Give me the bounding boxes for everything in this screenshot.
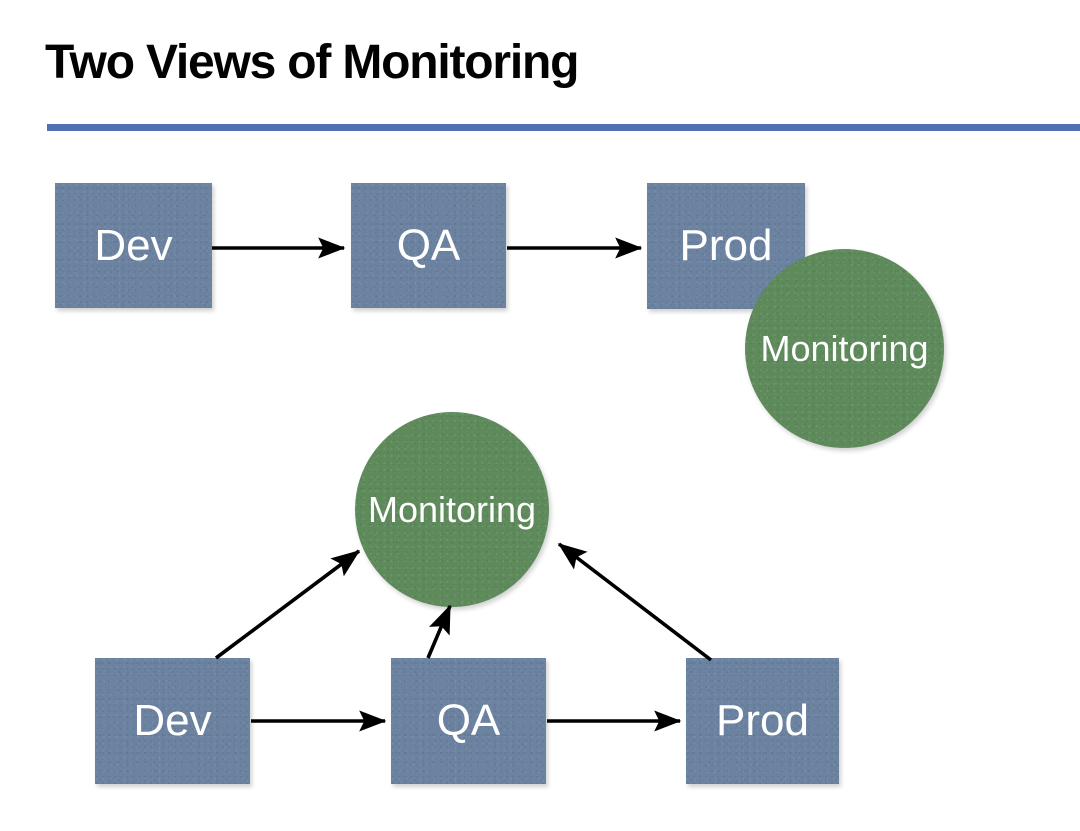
node-label-monitoring-bottom: Monitoring <box>367 488 537 530</box>
node-dev-top[interactable]: Dev <box>55 183 212 308</box>
node-monitoring-bottom[interactable]: Monitoring <box>355 412 549 607</box>
page-title: Two Views of Monitoring <box>45 36 579 89</box>
title-divider-rule <box>47 124 1080 131</box>
node-label-monitoring-top: Monitoring <box>760 327 929 369</box>
node-label-dev-bottom: Dev <box>133 696 212 745</box>
arrow-dev-to-monitoring <box>214 549 361 660</box>
node-prod-top[interactable]: Prod <box>647 183 805 309</box>
node-label-prod-bottom: Prod <box>716 696 809 745</box>
node-label-dev-top: Dev <box>94 220 173 270</box>
node-label-qa-top: QA <box>396 220 461 270</box>
node-prod-bottom[interactable]: Prod <box>686 658 839 784</box>
arrow-prod-to-monitoring <box>557 542 713 662</box>
node-qa-bottom[interactable]: QA <box>391 658 546 784</box>
node-monitoring-top[interactable]: Monitoring <box>745 249 944 448</box>
node-label-prod-top: Prod <box>679 221 773 270</box>
node-dev-bottom[interactable]: Dev <box>95 658 250 784</box>
node-qa-top[interactable]: QA <box>351 183 506 308</box>
arrow-qa-to-monitoring <box>426 604 452 659</box>
node-label-qa-bottom: QA <box>436 696 501 745</box>
